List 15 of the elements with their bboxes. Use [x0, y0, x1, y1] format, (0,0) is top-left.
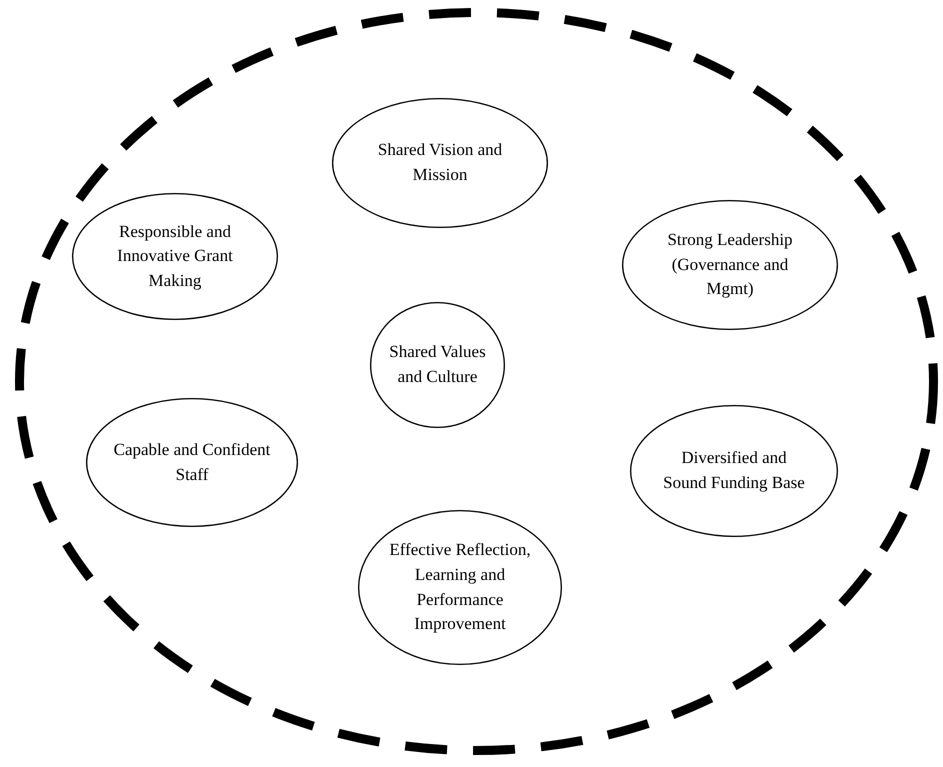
node-label: Diversified and Sound Funding Base [662, 447, 806, 494]
node-label: Capable and Confident Staff [112, 438, 272, 486]
ellipse-node [358, 510, 562, 665]
node-label: Strong Leadership (Governance and Mgmt) [666, 229, 794, 300]
ellipse-node [630, 405, 838, 537]
node-label: Shared Vision and Mission [376, 139, 504, 186]
node-label: Responsible and Innovative Grant Making [116, 220, 234, 292]
dashed-ellipse [15, 8, 938, 755]
node-label: Shared Values and Culture [388, 341, 487, 388]
ellipse-node [370, 302, 505, 428]
ellipse-node [332, 98, 548, 228]
ellipse-node [622, 200, 838, 330]
ellipse-node [72, 193, 278, 320]
node-label: Effective Reflection, Learning and Performance Improvement [388, 539, 532, 636]
ellipse-node [86, 398, 298, 527]
